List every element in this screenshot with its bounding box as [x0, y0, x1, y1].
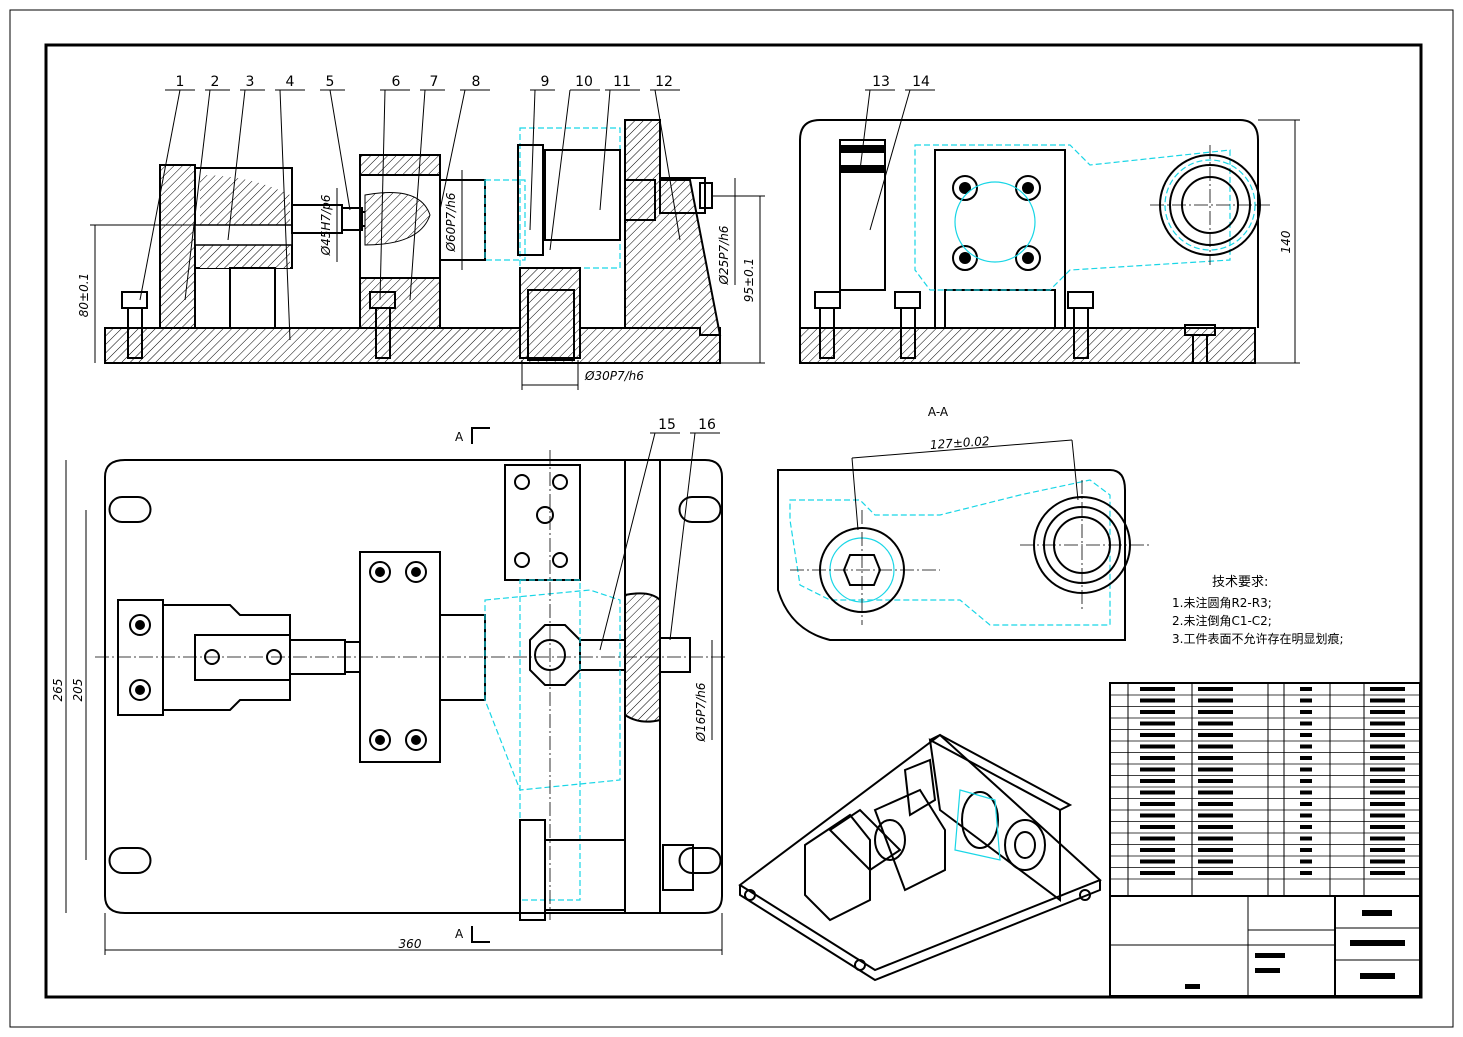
section-title: A-A [928, 405, 949, 419]
note-3: 3.工件表面不允许存在明显划痕; [1172, 631, 1344, 646]
inner-border [44, 43, 1423, 999]
base-plate [104, 327, 721, 364]
front-view: 1 2 3 4 5 6 7 8 9 10 11 12 80±0.1 95±0.1… [77, 74, 765, 390]
part-number-4: 4 [286, 74, 295, 90]
dim-30: Ø30P7/h6 [584, 369, 644, 383]
part-number-9: 9 [541, 74, 550, 90]
dim-360: 360 [399, 937, 422, 951]
dim-265: 265 [51, 679, 65, 702]
plan-base-plate [104, 459, 723, 914]
part-number-10: 10 [575, 74, 593, 90]
dim-16: Ø16P7/h6 [694, 682, 708, 742]
note-2: 2.未注倒角C1-C2; [1172, 613, 1272, 628]
dim-95: 95±0.1 [742, 258, 756, 302]
part-number-11: 11 [613, 74, 631, 90]
dim-60: Ø60P7/h6 [444, 192, 458, 252]
dim-127: 127±0.02 [929, 434, 990, 452]
part-number-8: 8 [472, 74, 481, 90]
plan-view: A A 265 205 360 Ø16P7/h6 15 16 [51, 417, 725, 955]
parts-list [1109, 682, 1421, 897]
note-1: 1.未注圆角R2-R3; [1172, 595, 1272, 610]
section-view: A-A 127±0.02 [777, 405, 1150, 641]
part-number-7: 7 [430, 74, 439, 90]
dim-80: 80±0.1 [77, 273, 91, 317]
side-view: 140 13 14 [799, 74, 1300, 364]
dim-25: Ø25P7/h6 [717, 225, 731, 285]
technical-notes: 技术要求: 1.未注圆角R2-R3; 2.未注倒角C1-C2; 3.工件表面不允… [1172, 575, 1344, 646]
part-number-2: 2 [211, 74, 220, 90]
dim-140: 140 [1279, 230, 1293, 253]
notes-heading: 技术要求: [1212, 575, 1268, 590]
part-number-3: 3 [246, 74, 255, 90]
side-base-plate [799, 327, 1256, 364]
part-number-5: 5 [326, 74, 335, 90]
part-number-13: 13 [872, 74, 890, 90]
part-number-6: 6 [392, 74, 401, 90]
outer-border [9, 9, 1454, 1028]
part-number-14: 14 [912, 74, 930, 90]
section-mark-a-top: A [455, 430, 464, 444]
dim-45: Ø45H7/p6 [319, 194, 333, 256]
title-block [1109, 895, 1421, 997]
part-leaders [139, 89, 681, 341]
section-mark-a-bottom: A [455, 927, 464, 941]
upright-bracket [624, 119, 722, 336]
part-number-12: 12 [655, 74, 673, 90]
cylinder-bracket [159, 164, 196, 329]
dim-205: 205 [71, 679, 85, 702]
part-number-16: 16 [698, 417, 716, 433]
part-number-1: 1 [176, 74, 185, 90]
isometric-view [738, 733, 1102, 982]
part-number-15: 15 [658, 417, 676, 433]
